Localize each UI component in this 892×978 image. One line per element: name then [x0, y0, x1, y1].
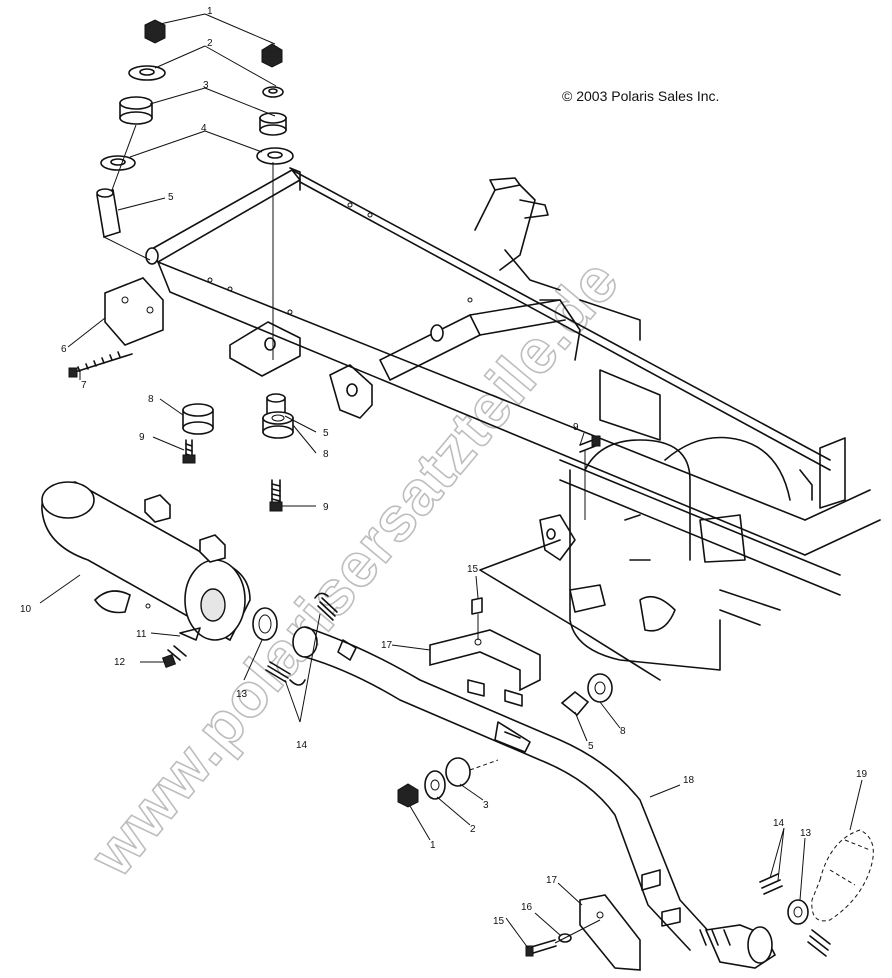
copyright-notice: © 2003 Polaris Sales Inc.: [562, 88, 719, 104]
callout-5: 5: [588, 741, 594, 752]
callout-13: 13: [236, 689, 248, 700]
callout-19: 19: [856, 769, 868, 780]
callout-14: 14: [296, 740, 308, 751]
callout-2: 2: [207, 38, 213, 49]
callout-16: 16: [521, 902, 533, 913]
callout-11: 11: [136, 629, 147, 640]
bracket-17a: [429, 597, 541, 692]
callout-8: 8: [148, 394, 154, 405]
springs-14a: [265, 592, 338, 686]
mount-plate-6: [104, 277, 164, 346]
callout-12: 12: [114, 657, 126, 668]
callout-3: 3: [203, 80, 209, 91]
callout-14: 14: [773, 818, 785, 829]
callout-4: 4: [201, 123, 207, 134]
bracket-17b: [525, 894, 641, 971]
callout-13: 13: [800, 828, 812, 839]
callout-1: 1: [430, 840, 436, 851]
lower-fastener-stack: [397, 757, 499, 808]
callout-17: 17: [381, 640, 393, 651]
gasket-13b: [787, 899, 809, 925]
callout-9: 9: [323, 502, 329, 513]
leader-lines: [39, 13, 863, 949]
callout-9: 9: [139, 432, 145, 443]
left-mount-stack: [68, 19, 214, 464]
springs-14b: [759, 873, 831, 957]
callout-8: 8: [620, 726, 626, 737]
nut-1a: [144, 19, 166, 44]
callout-9: 9: [573, 422, 579, 433]
exhaust-pipe-18: [292, 626, 777, 969]
callout-1: 1: [207, 6, 213, 17]
callout-7: 7: [81, 380, 87, 391]
callout-5: 5: [323, 428, 329, 439]
callout-2: 2: [470, 824, 476, 835]
callout-3: 3: [483, 800, 489, 811]
callout-15: 15: [467, 564, 479, 575]
callout-15: 15: [493, 916, 505, 927]
right-mount-stack: [103, 43, 601, 520]
nut-1b: [261, 43, 283, 68]
exhaust-port-19: [811, 829, 874, 922]
muffler-10: [41, 481, 251, 642]
callout-10: 10: [20, 604, 32, 615]
callout-5: 5: [168, 192, 174, 203]
bolt-12-washer-11: [161, 627, 201, 669]
callout-17: 17: [546, 875, 558, 886]
spacer-bushing-right: [560, 673, 613, 717]
callout-8: 8: [323, 449, 329, 460]
gasket-13a: [252, 607, 278, 641]
callout-18: 18: [683, 775, 695, 786]
callout-6: 6: [61, 344, 67, 355]
callout-numbers: 1 2 3 4 5 6 7 8 9 5 8 9 9 10 11 12 13 14…: [20, 6, 868, 927]
